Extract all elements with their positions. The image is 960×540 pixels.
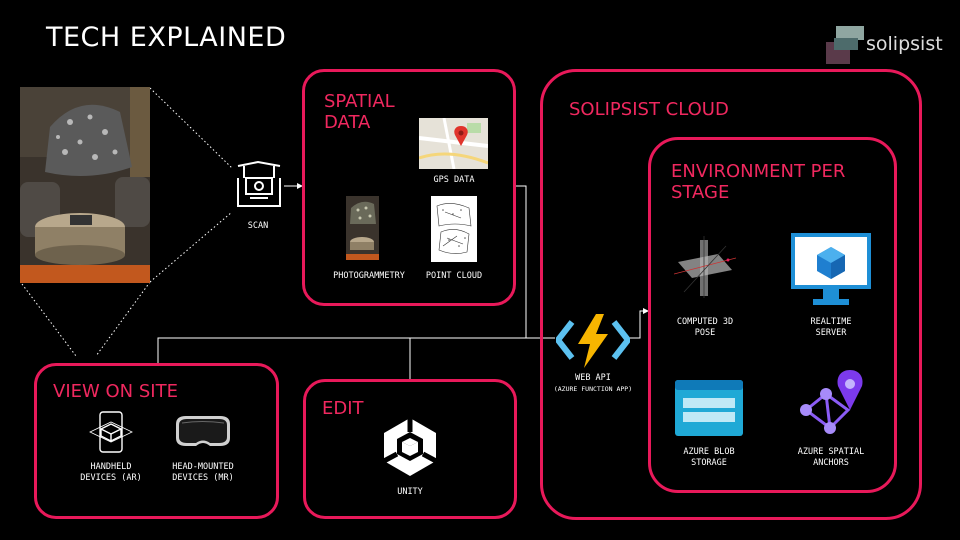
azure-function-icon — [555, 312, 631, 368]
logo-text: solipsist — [866, 33, 943, 55]
photogrammetry-thumbnail — [346, 196, 379, 260]
scan-photo — [20, 87, 150, 283]
scan-label: SCAN — [247, 221, 269, 231]
web-api-line2: (AZURE FUNCTION APP) — [553, 385, 633, 393]
blob-storage-icon — [675, 380, 743, 436]
point-cloud-thumbnail — [431, 196, 477, 262]
spatial-anchors-icon — [796, 366, 864, 438]
unity-icon — [379, 416, 441, 478]
spatial-anchors-line1: AZURE SPATIAL — [797, 447, 865, 457]
web-api-line1: WEB API — [575, 373, 611, 383]
realtime-server-line2: SERVER — [815, 328, 847, 338]
edit-title: EDIT — [322, 398, 364, 419]
page-title: TECH EXPLAINED — [46, 22, 287, 53]
solipsist-logo — [826, 26, 864, 64]
solipsist-cloud-box — [540, 69, 922, 520]
gps-map-icon — [418, 117, 489, 170]
scan-icon — [234, 158, 284, 212]
photogrammetry-label: PHOTOGRAMMETRY — [333, 271, 405, 281]
3d-pose-label-line2: POSE — [694, 328, 716, 338]
3d-pose-label-line1: COMPUTED 3D — [676, 317, 734, 327]
spatial-data-title: SPATIAL DATA — [324, 91, 395, 133]
edit-box — [303, 379, 517, 519]
realtime-server-label: REALTIME SERVER — [786, 317, 876, 339]
environment-title: ENVIRONMENT PER STAGE — [671, 161, 846, 203]
point-cloud-label: POINT CLOUD — [425, 271, 483, 281]
handheld-ar-icon — [88, 410, 134, 454]
3d-pose-icon — [673, 234, 737, 300]
blob-storage-label: AZURE BLOB STORAGE — [664, 447, 754, 469]
view-on-site-box — [34, 363, 279, 519]
web-api-label: WEB API (AZURE FUNCTION APP) — [548, 373, 638, 395]
handheld-line1: HANDHELD — [90, 462, 132, 472]
realtime-server-line1: REALTIME — [810, 317, 852, 327]
unity-label: UNITY — [397, 487, 423, 497]
3d-pose-label: COMPUTED 3D POSE — [664, 317, 746, 339]
gps-data-label: GPS DATA — [433, 175, 475, 185]
headset-label: HEAD-MOUNTED DEVICES (MR) — [160, 462, 246, 484]
handheld-label: HANDHELD DEVICES (AR) — [70, 462, 152, 484]
view-on-site-title: VIEW ON SITE — [53, 381, 178, 402]
environment-box — [648, 137, 897, 493]
monitor-icon — [791, 233, 871, 305]
blob-storage-line2: STORAGE — [691, 458, 727, 468]
blob-storage-line1: AZURE BLOB — [683, 447, 735, 457]
headset-line2: DEVICES (MR) — [172, 473, 234, 483]
solipsist-cloud-title: SOLIPSIST CLOUD — [569, 99, 729, 120]
headset-line1: HEAD-MOUNTED — [172, 462, 234, 472]
headset-mr-icon — [172, 414, 234, 448]
spatial-anchors-line2: ANCHORS — [813, 458, 849, 468]
spatial-anchors-label: AZURE SPATIAL ANCHORS — [786, 447, 876, 469]
spatial-data-box — [302, 69, 516, 306]
handheld-line2: DEVICES (AR) — [80, 473, 142, 483]
